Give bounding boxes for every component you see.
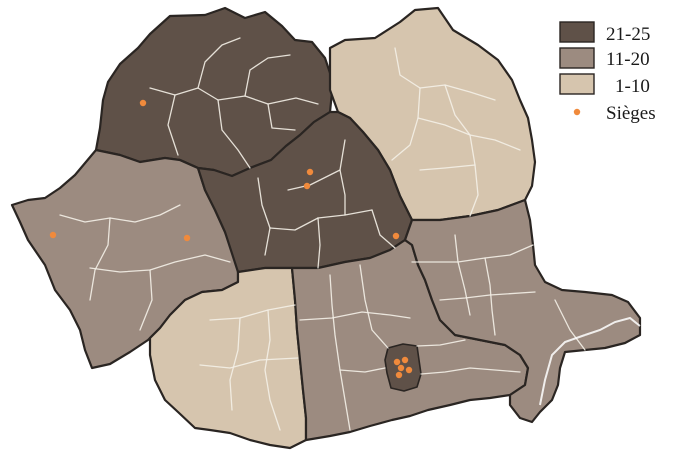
legend-seat-marker bbox=[573, 108, 581, 116]
seat-marker bbox=[49, 231, 57, 239]
legend-swatch-21-25 bbox=[559, 21, 595, 43]
county-borders bbox=[59, 37, 586, 431]
legend: 21-25 11-20 1-10 Sièges bbox=[559, 21, 656, 124]
seat-marker bbox=[183, 234, 191, 242]
seat-markers bbox=[49, 99, 413, 379]
region-centre bbox=[178, 110, 414, 274]
seat-marker bbox=[392, 232, 400, 240]
legend-label-1-10: 1-10 bbox=[615, 76, 650, 97]
seat-marker bbox=[303, 182, 311, 190]
region-south-east bbox=[403, 198, 642, 424]
seat-marker bbox=[395, 371, 403, 379]
legend-label-21-25: 21-25 bbox=[606, 24, 650, 45]
danube-branch bbox=[539, 334, 586, 406]
legend-swatch-1-10 bbox=[559, 73, 595, 95]
seat-marker bbox=[401, 356, 409, 364]
seat-marker bbox=[306, 168, 314, 176]
danube-delta bbox=[584, 316, 641, 336]
seat-marker bbox=[139, 99, 147, 107]
seat-marker bbox=[397, 364, 405, 372]
seat-marker bbox=[393, 358, 401, 366]
seat-marker bbox=[405, 366, 413, 374]
legend-swatch-11-20 bbox=[559, 47, 595, 69]
legend-label-11-20: 11-20 bbox=[606, 49, 650, 70]
legend-label-seats: Sièges bbox=[606, 103, 656, 124]
